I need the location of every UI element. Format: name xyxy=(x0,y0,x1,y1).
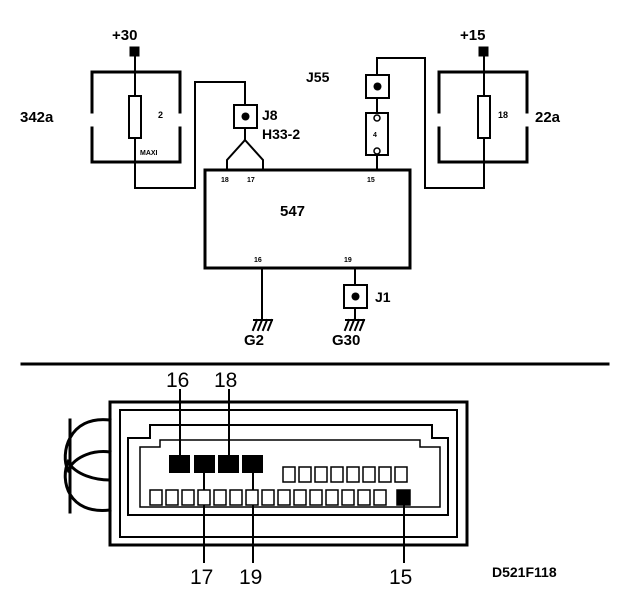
supply-terminal-right xyxy=(478,46,489,57)
fuse-box-22a xyxy=(437,70,529,164)
connector-pins-top-row xyxy=(169,455,408,483)
ground-symbol-g30 xyxy=(343,318,366,332)
fuse-box-342a xyxy=(90,70,182,164)
fuse-number-left: 2 xyxy=(158,110,163,120)
ecu-pin-label: 15 xyxy=(367,177,375,184)
ecu-pin-label: 19 xyxy=(344,257,352,264)
pin-label-16: 16 xyxy=(166,369,189,392)
ground-label-g2: G2 xyxy=(244,332,264,349)
supply-label-right: +15 xyxy=(460,27,485,44)
connector-j8-sublabel: H33-2 xyxy=(262,126,300,142)
wire-fuse2-to-j8 xyxy=(134,81,246,189)
pin-label-18: 18 xyxy=(214,369,237,392)
ground-label-g30: G30 xyxy=(332,332,360,349)
fuse-box-label-left: 342a xyxy=(20,109,54,126)
ecu-label: 547 xyxy=(280,203,305,220)
fuse-number-right: 18 xyxy=(498,110,508,120)
fuse-18 xyxy=(477,95,491,139)
connector-j55-label: J55 xyxy=(306,69,330,85)
fuse-box-label-right: 22a xyxy=(535,109,561,126)
pin-label-17: 17 xyxy=(190,566,213,589)
pin-label-15: 15 xyxy=(389,566,412,589)
pin-label-19: 19 xyxy=(239,566,262,589)
ecu-pin-label: 18 xyxy=(221,177,229,184)
ecu-pin-label: 17 xyxy=(247,177,255,184)
figure-code: D521F118 xyxy=(492,564,557,580)
connector-j8-label: J8 xyxy=(262,107,278,123)
connector-j1-label: J1 xyxy=(375,289,391,305)
supply-label-left: +30 xyxy=(112,27,137,44)
fuse-number-j55: 4 xyxy=(373,132,377,139)
ecu-547-box xyxy=(203,168,412,270)
ecu-pin-label: 16 xyxy=(254,257,262,264)
ground-symbol-g2 xyxy=(251,318,274,332)
connector-face-view xyxy=(63,400,469,547)
connector-pins-bottom-row xyxy=(149,489,411,506)
fuse-type-left: MAXI xyxy=(140,150,158,157)
supply-terminal-left xyxy=(129,46,140,57)
fuse-maxi-2 xyxy=(128,95,142,139)
wire-fuse18-to-j55 xyxy=(376,57,485,189)
